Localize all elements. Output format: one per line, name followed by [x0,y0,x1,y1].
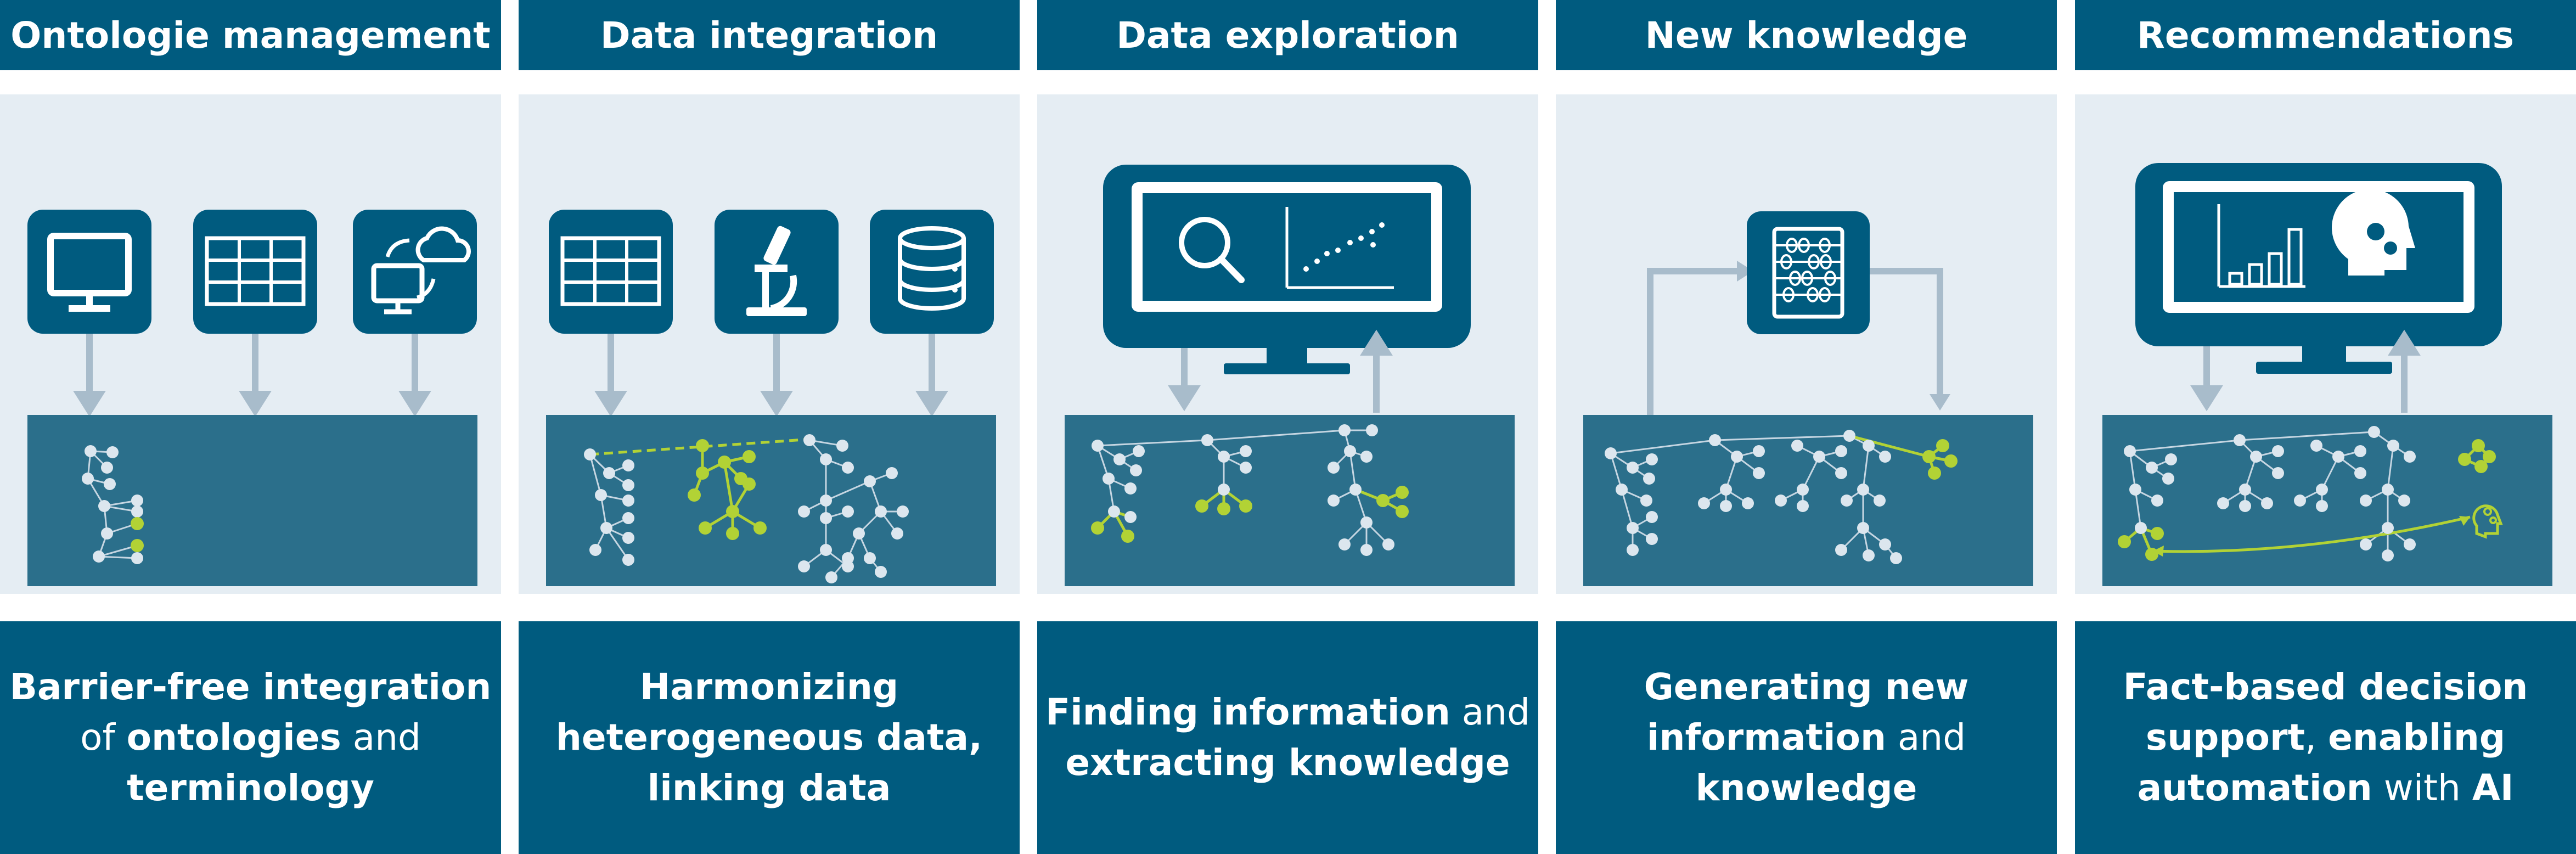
caption-line-3: terminology [127,767,374,809]
column-header: Data exploration [1037,0,1538,70]
dashed-link [589,437,813,456]
caption-line-2: heterogeneous data, [555,716,983,759]
arrow-group [1647,268,1943,415]
knowledge-graph-box [2102,415,2552,586]
arrow-group [2190,329,2421,413]
exploration-diagram [1065,165,1515,586]
knowledge-graph-box [1583,415,2033,586]
arrow-group [73,334,431,417]
caption-line-2: information and [1646,716,1966,759]
caption-line-1: Harmonizing [639,666,899,708]
column-caption: Harmonizing heterogeneous data, linking … [519,621,1020,854]
microscope-icon [715,210,839,334]
column-header: Recommendations [2075,0,2576,70]
graph-nodes [584,434,909,583]
column-caption: Barrier-free integration of ontologies a… [0,621,501,854]
column-header: Data integration [519,0,1020,70]
column-header: New knowledge [1556,0,2057,70]
ontology-diagram [27,210,477,586]
arrow-group [594,334,948,417]
column-caption: Finding information and extracting knowl… [1037,621,1538,854]
ai-link-curve [2152,515,2471,553]
caption-line-3: linking data [647,767,891,809]
illustration-panel [0,94,501,594]
table-icon [193,210,317,334]
caption-line-1: Finding information and [1045,691,1530,733]
abacus-icon [1747,211,1870,334]
column-ontology-management: Ontologie management [0,0,501,854]
caption-line-1: Generating new [1644,666,1969,708]
green-nodes [1922,439,1958,480]
ontology-highlight-nodes [131,517,144,552]
graph-nodes [1092,424,1394,556]
new-knowledge-diagram [1583,211,2033,586]
ontology-nodes [82,445,143,564]
column-header: Ontologie management [0,0,501,70]
recommendations-diagram [2102,163,2552,586]
caption-line-3: automation with AI [2137,767,2514,809]
knowledge-graph-box [546,415,996,586]
column-new-knowledge: New knowledge [1556,0,2057,854]
illustration-panel [519,94,1020,594]
knowledge-graph-box [1065,415,1515,586]
column-data-exploration: Data exploration [1037,0,1538,854]
column-recommendations: Recommendations [2075,0,2576,854]
caption-line-3: knowledge [1695,767,1917,809]
caption-line-2: support, enabling [2145,716,2506,759]
monitor-icon [27,210,151,334]
illustration-panel [1037,94,1538,594]
ai-head-icon [2472,504,2503,539]
cloud-sync-computer-icon [353,210,477,334]
column-caption: Generating new information and knowledge [1556,621,2057,854]
column-data-integration: Data integration [519,0,1020,854]
green-nodes [2118,439,2496,561]
illustration-panel [2075,94,2576,594]
caption-line-2: extracting knowledge [1065,741,1510,784]
integration-diagram [546,210,996,586]
arrow-group [1168,329,1393,413]
illustration-panel [1556,94,2057,594]
search-chart-monitor-icon [1103,165,1471,374]
green-nodes [688,439,767,540]
graph-nodes [2124,426,2416,561]
graph-nodes [1605,430,1902,564]
bar-chart-ai-head-monitor-icon [2135,163,2502,374]
caption-line-2: of ontologies and [80,716,421,759]
column-caption: Fact-based decision support, enabling au… [2075,621,2576,854]
caption-line-1: Barrier-free integration [9,666,492,708]
table-icon [549,210,673,334]
database-icon [870,210,994,334]
caption-line-1: Fact-based decision [2123,666,2528,708]
green-nodes [1091,486,1409,543]
